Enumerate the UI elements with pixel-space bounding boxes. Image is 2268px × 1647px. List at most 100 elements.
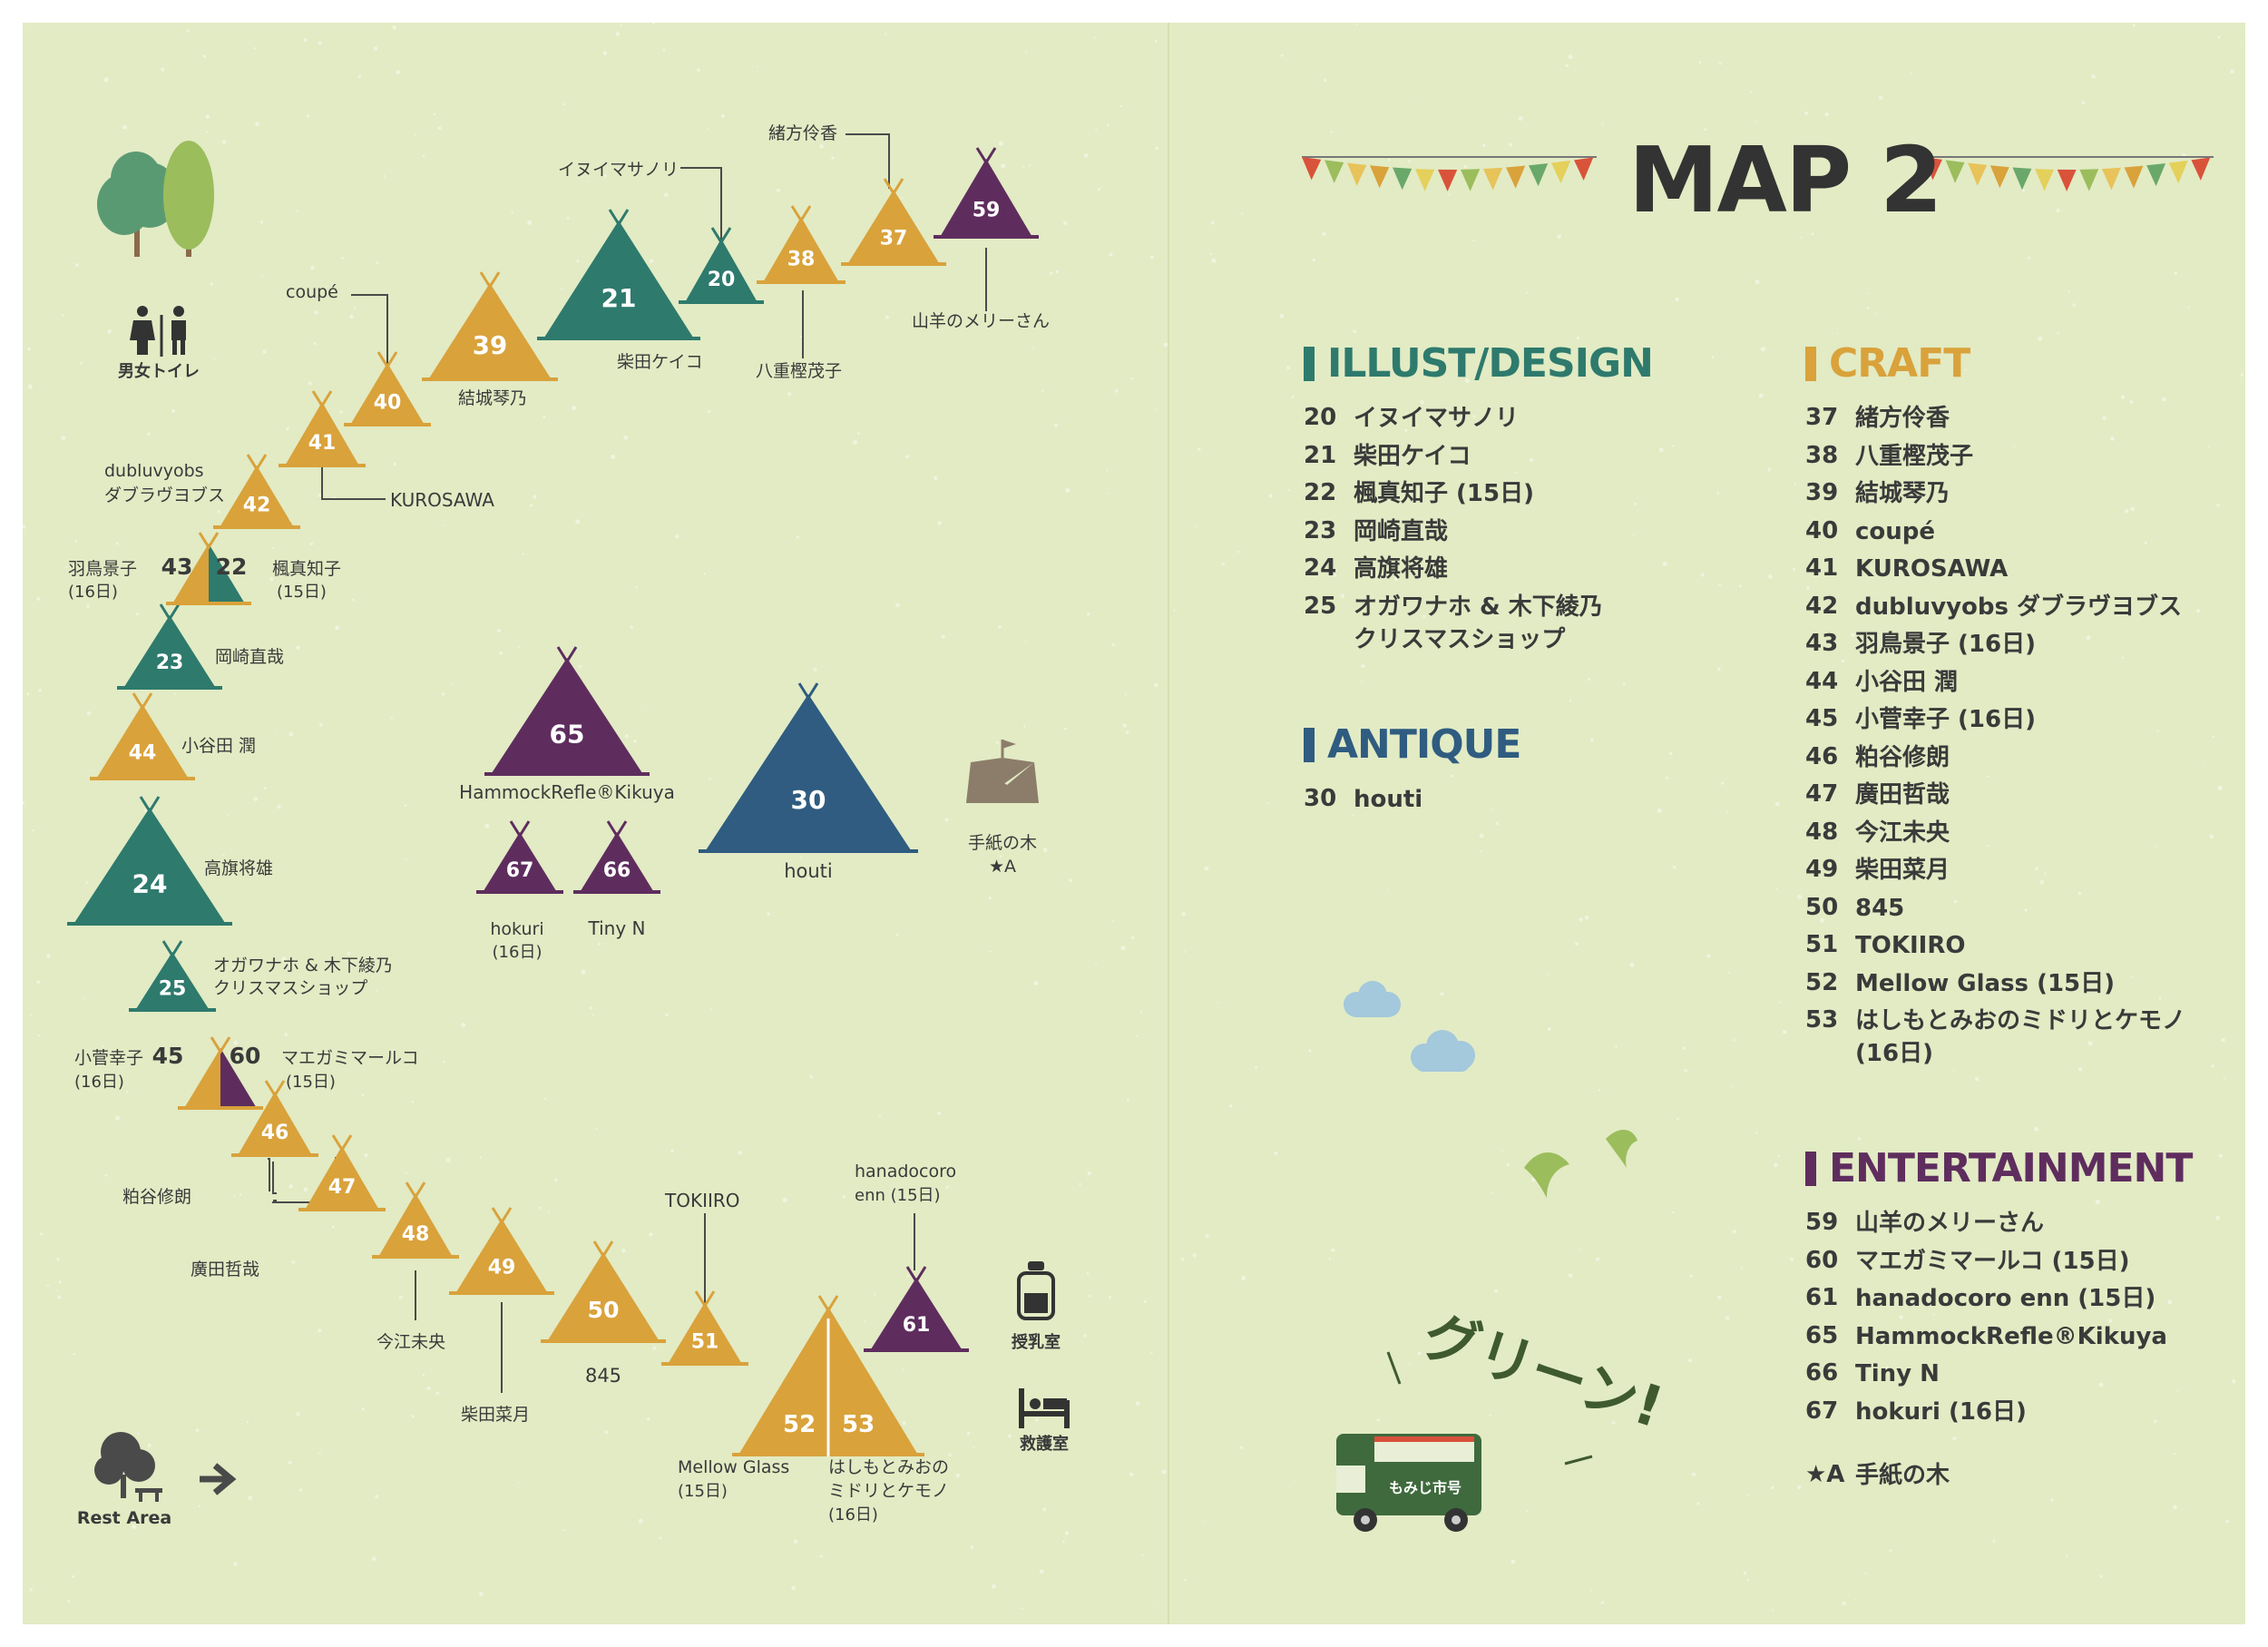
page-fold (1168, 23, 1169, 1624)
tent-49[interactable]: 49 (449, 1207, 554, 1295)
arrow-right-icon (200, 1463, 237, 1495)
bunting-flag (2101, 167, 2121, 191)
map-label-t52a: Mellow Glass (678, 1457, 789, 1477)
entry-number: 40 (1805, 516, 1839, 544)
tent-48[interactable]: 48 (372, 1181, 459, 1259)
entry-name: 今江未央 (1855, 819, 1950, 847)
category-heading: ANTIQUE (1304, 721, 1521, 768)
bed-icon (1019, 1388, 1070, 1428)
tent-51[interactable]: 51 (661, 1290, 748, 1366)
entry-number: 23 (1304, 516, 1337, 544)
legend-entry: 23 岡崎直哉 (1304, 513, 1653, 551)
tent-40[interactable]: 40 (344, 351, 431, 426)
tent-38[interactable]: 38 (757, 205, 846, 284)
entry-name: マエガミマールコ (15日) (1855, 1247, 2130, 1275)
map-label-t53a: はしもとみおの (828, 1457, 949, 1477)
entry-name: 岡崎直哉 (1354, 517, 1449, 545)
entry-name: 山羊のメリーさん (1855, 1210, 2045, 1237)
map-label-t25b: クリスマスショップ (213, 978, 367, 998)
tent-24[interactable]: 24 (67, 796, 232, 926)
entry-number: 38 (1805, 441, 1839, 469)
entry-name: 柴田ケイコ (1354, 442, 1471, 470)
tent-number: 21 (601, 283, 637, 313)
tent-number: 24 (132, 869, 168, 899)
entry-number: 43 (1805, 630, 1839, 657)
bunting-flag (1551, 160, 1571, 184)
tent-66[interactable]: 66 (573, 820, 660, 894)
bunting-flag (1483, 167, 1503, 191)
tent-44[interactable]: 44 (90, 692, 195, 780)
tent-number: 47 (328, 1176, 357, 1199)
entry-name: dubluvyobs ダブラヴヨブス (1855, 593, 2183, 621)
entry-name: 楓真知子 (15日) (1354, 480, 1534, 507)
entry-name: イヌイマサノリ (1354, 405, 1520, 432)
entry-number: 49 (1805, 856, 1839, 883)
tent-number: 48 (402, 1223, 430, 1246)
bunting-flag (1506, 165, 1526, 189)
entry-name: 緒方伶香 (1855, 405, 1950, 432)
tent-39[interactable]: 39 (422, 271, 558, 381)
entry-number: 39 (1805, 479, 1839, 506)
tent-42[interactable]: 42 (213, 454, 300, 529)
map-labels: イヌイマサノリ緒方伶香柴田ケイコ八重樫茂子山羊のメリーさん結城琴乃coupéKU… (68, 123, 1050, 1524)
tent-number: 50 (587, 1297, 619, 1323)
entry-name: Mellow Glass (15日) (1855, 969, 2116, 997)
tent-65[interactable]: 65 (484, 646, 650, 776)
map-label-t60d: (15日) (286, 1073, 336, 1092)
map-label-t38: 八重樫茂子 (756, 361, 842, 381)
tent-47[interactable]: 47 (298, 1134, 386, 1211)
tent-41[interactable]: 41 (279, 390, 366, 467)
map-label-t43d: (16日) (68, 583, 118, 602)
bunting-flag (1325, 160, 1344, 183)
bunting-flag (1438, 169, 1458, 191)
tent-67[interactable]: 67 (476, 820, 563, 894)
entry-number: 53 (1805, 1006, 1839, 1034)
tent-21[interactable]: 21 (537, 209, 700, 340)
tent-23[interactable]: 23 (117, 603, 222, 690)
tent-59[interactable]: 59 (934, 147, 1039, 239)
bunting-flag (1945, 160, 1965, 183)
baby-bottle-icon (1017, 1261, 1055, 1320)
tent-25[interactable]: 25 (129, 940, 216, 1012)
entry-number: 24 (1304, 554, 1337, 582)
tent-50[interactable]: 50 (541, 1240, 666, 1343)
tent-20[interactable]: 20 (679, 227, 764, 304)
entry-name: 845 (1855, 894, 1905, 922)
entry-number: 51 (1805, 931, 1839, 958)
tent-number: 44 (129, 741, 157, 764)
entry-name: 手紙の木 (1855, 1462, 1950, 1489)
entry-name: 結城琴乃 (1855, 480, 1950, 507)
entry-number: 25 (1304, 592, 1337, 620)
tent-61[interactable]: 61 (864, 1266, 969, 1352)
tent-43-22[interactable] (166, 532, 251, 605)
category-label: ENTERTAINMENT (1829, 1145, 2193, 1191)
map-label-t43: 羽鳥景子 (68, 559, 137, 579)
tent-45-60[interactable] (178, 1036, 263, 1110)
map-label-t51: TOKIIRO (664, 1190, 740, 1211)
rest-area-icon (94, 1432, 162, 1502)
map-label-t53b: ミドリとケモノ (828, 1481, 949, 1501)
entry-name: hokuri (16日) (1855, 1397, 2027, 1426)
category-heading: ENTERTAINMENT (1805, 1145, 2193, 1191)
map-label-t37: 緒方伶香 (768, 123, 837, 143)
tent-46[interactable]: 46 (231, 1080, 318, 1157)
tent-30[interactable]: 30 (699, 682, 918, 853)
tent-number: 30 (791, 785, 826, 815)
entry-number: 21 (1304, 441, 1337, 469)
toilet-label: 男女トイレ (118, 361, 200, 381)
map-label-t67d: (16日) (493, 943, 543, 962)
tent-number: 66 (603, 859, 631, 882)
bunting-flag (2146, 162, 2166, 187)
tent-37[interactable]: 37 (841, 178, 946, 266)
